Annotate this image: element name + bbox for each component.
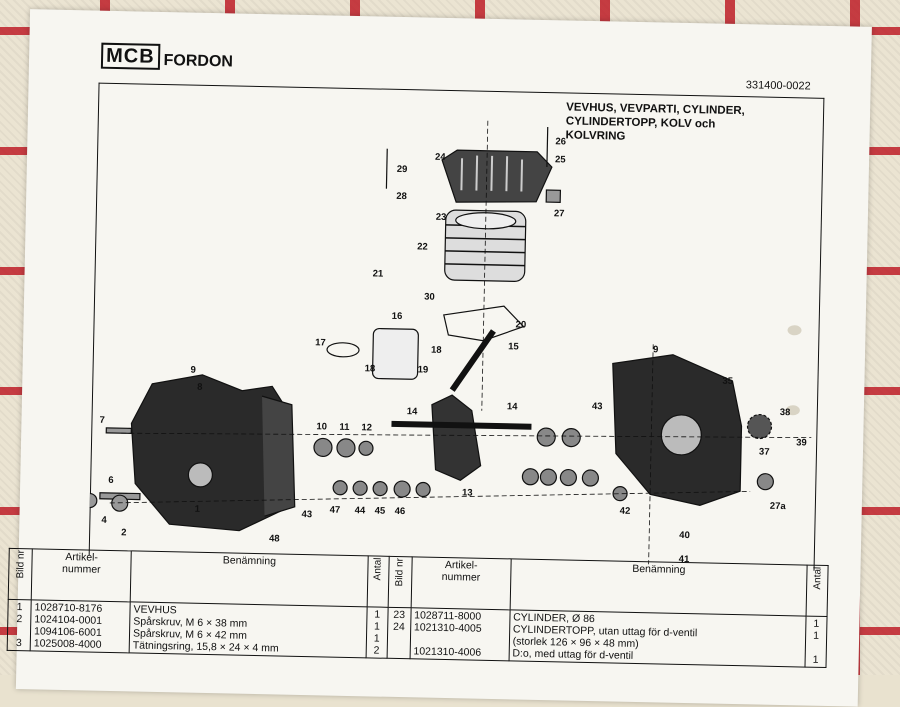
callout-28: 28 <box>396 191 407 202</box>
header-artikel-right: Artikel- nummer <box>410 556 511 610</box>
callout-4: 4 <box>101 515 107 526</box>
callout-2: 2 <box>121 527 127 538</box>
callout-13: 13 <box>462 487 473 498</box>
gasket <box>443 305 525 342</box>
callout-1: 1 <box>195 504 201 515</box>
callout-8: 8 <box>197 382 203 393</box>
callout-25: 25 <box>555 154 567 165</box>
callout-44: 44 <box>355 505 367 516</box>
parts-catalog-sheet: MCB FORDON 331400-0022 VEVHUS, VEVPARTI,… <box>7 9 872 707</box>
callout-40: 40 <box>679 530 690 541</box>
left-antal-cell: 1 1 1 2 <box>365 606 388 659</box>
header-antal: Antal <box>366 555 389 608</box>
header-benamning: Benämning <box>130 550 368 607</box>
callout-19: 19 <box>418 364 429 375</box>
callout-43b: 43 <box>301 509 312 520</box>
header-benamning-right: Benämning <box>509 558 808 617</box>
callout-46: 46 <box>395 506 406 517</box>
right-antal-cell: 1 1 1 <box>804 616 828 668</box>
document-number: 331400-0022 <box>745 79 811 93</box>
logo-mark: MCB <box>100 42 160 70</box>
callout-29: 29 <box>397 164 408 175</box>
cylinder-head <box>441 149 553 203</box>
exploded-view-diagram: 1 2 3 4 5 6 7 8 9 9 10 11 12 13 14 14 15… <box>88 120 812 565</box>
callout-41: 41 <box>679 554 691 565</box>
left-benamning-cell: VEVHUS Spårskruv, M 6 × 38 mm Spårskruv,… <box>129 601 367 658</box>
callout-47: 47 <box>330 505 341 516</box>
brand-name: FORDON <box>163 51 234 71</box>
right-bild-cell: 23 24 <box>386 607 411 659</box>
callout-21: 21 <box>373 268 385 279</box>
gear <box>746 413 773 440</box>
callout-10: 10 <box>316 421 327 432</box>
callout-38: 38 <box>780 407 791 418</box>
callout-35: 35 <box>722 376 734 387</box>
callout-11: 11 <box>339 422 350 433</box>
callout-7: 7 <box>99 415 105 426</box>
header-antal-right: Antal <box>806 565 829 617</box>
callout-24: 24 <box>435 152 447 163</box>
right-benamning-cell: CYLINDER, Ø 86 CYLINDERTOPP, utan uttag … <box>508 609 807 668</box>
callout-14b: 14 <box>507 401 519 412</box>
parts-table: Bild nr Artikel- nummer Benämning Antal … <box>7 548 829 668</box>
callout-48: 48 <box>269 533 280 544</box>
callout-17: 17 <box>315 337 326 348</box>
callout-9b: 9 <box>653 344 659 355</box>
callout-30: 30 <box>424 292 435 303</box>
callout-22: 22 <box>417 241 428 252</box>
left-artikel-cell: 1028710-8176 1024104-0001 1094106-6001 1… <box>30 599 131 653</box>
callout-39: 39 <box>796 437 807 448</box>
callout-37: 37 <box>759 447 770 458</box>
right-artikel-cell: 1028711-8000 1021310-4005 1021310-4006 <box>409 607 510 661</box>
callout-20: 20 <box>515 319 526 330</box>
callout-16: 16 <box>392 311 403 322</box>
callout-18b: 18 <box>431 345 442 356</box>
header-bild-nr-right: Bild nr <box>387 556 412 608</box>
callout-15: 15 <box>508 341 520 352</box>
callout-26: 26 <box>555 136 566 147</box>
callout-27a: 27a <box>770 501 787 512</box>
header-bild-nr: Bild nr <box>8 548 33 600</box>
brand-logo: MCB FORDON <box>100 42 234 72</box>
piston <box>371 327 419 380</box>
callout-14: 14 <box>407 406 419 417</box>
callout-12: 12 <box>361 422 372 433</box>
callout-18: 18 <box>365 363 376 374</box>
crankshaft <box>431 394 482 481</box>
callout-27: 27 <box>554 208 565 219</box>
callout-23: 23 <box>436 212 447 223</box>
left-bild-cell: 1 2 3 <box>7 599 32 651</box>
callout-43: 43 <box>592 401 603 412</box>
callout-42: 42 <box>620 506 631 517</box>
callout-9: 9 <box>190 365 196 376</box>
callout-45: 45 <box>375 506 387 517</box>
callout-6: 6 <box>108 475 114 486</box>
header-artikel: Artikel- nummer <box>31 548 132 602</box>
